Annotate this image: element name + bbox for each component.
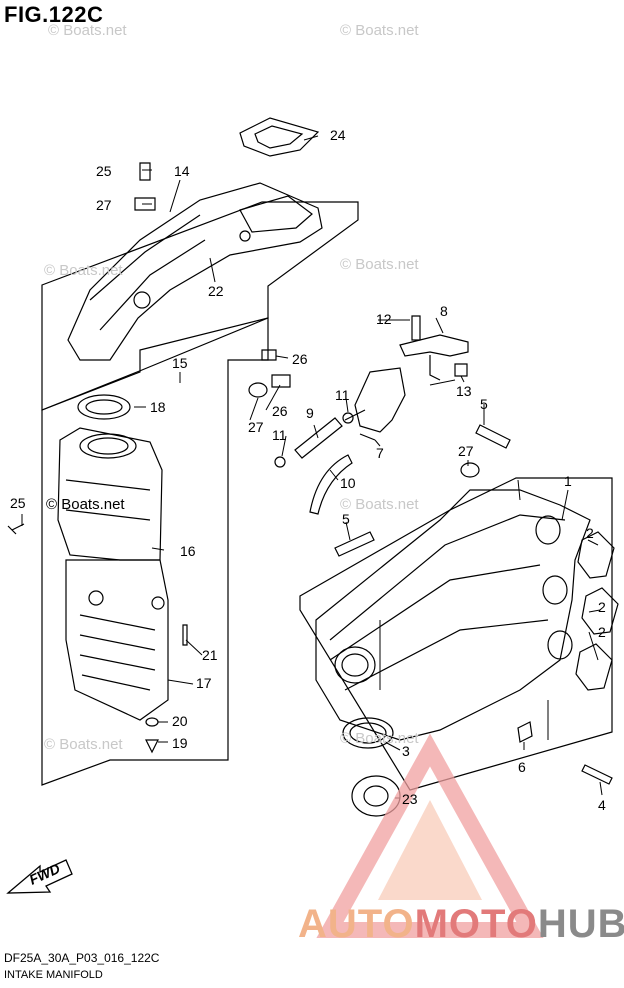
callout-22[interactable]: 22 [208, 283, 224, 299]
callout-1[interactable]: 1 [564, 473, 572, 489]
callout-6[interactable]: 6 [518, 759, 526, 775]
valve-7 [344, 367, 406, 441]
callout-7[interactable]: 7 [376, 445, 384, 461]
callout-15[interactable]: 15 [172, 355, 188, 371]
hose-10 [309, 454, 353, 515]
callout-23[interactable]: 23 [402, 791, 418, 807]
callout-27[interactable]: 27 [248, 419, 264, 435]
nut-13 [454, 363, 468, 377]
automotohub-wordmark: AUTOMOTOHUB [298, 902, 624, 947]
grommet-26-mid [271, 374, 291, 388]
callout-9[interactable]: 9 [306, 405, 314, 421]
intake-manifold-1 [315, 489, 591, 741]
automotohub-logo-mark [316, 733, 544, 938]
bolt-12 [411, 315, 421, 341]
callout-13[interactable]: 13 [456, 383, 472, 399]
callout-12[interactable]: 12 [376, 311, 392, 327]
seal-ring-3 [342, 717, 394, 749]
brand-part-2: MOTO [414, 902, 538, 946]
callout-14[interactable]: 14 [174, 163, 190, 179]
gaskets-2 [575, 531, 619, 691]
fwd-arrow: FWD [6, 859, 73, 894]
silencer-cover-16 [57, 427, 163, 561]
hose-9 [294, 417, 343, 459]
air-duct-group-box [41, 201, 359, 411]
callout-10[interactable]: 10 [340, 475, 356, 491]
callout-27[interactable]: 27 [96, 197, 112, 213]
screw-21 [182, 624, 188, 646]
callout-25[interactable]: 25 [10, 495, 26, 511]
seal-ring-18 [77, 394, 131, 420]
callout-21[interactable]: 21 [202, 647, 218, 663]
cushion-27-mid [248, 382, 268, 398]
nut-6 [517, 721, 533, 743]
silencer-group-box [41, 317, 269, 786]
footer-title: INTAKE MANIFOLD [4, 969, 103, 981]
bolt-25-top [139, 162, 151, 181]
grommet-20 [145, 717, 159, 727]
cushion-27-top [134, 197, 156, 211]
silencer-case-17 [65, 559, 169, 721]
watermark: © Boats.net [340, 256, 419, 273]
callout-18[interactable]: 18 [150, 399, 166, 415]
callout-11[interactable]: 11 [272, 427, 287, 443]
watermark: © Boats.net [46, 496, 125, 513]
watermark: © Boats.net [340, 730, 419, 747]
cushion-27-right [460, 462, 480, 478]
watermark: © Boats.net [44, 262, 123, 279]
seal-24 [239, 117, 320, 157]
callout-27[interactable]: 27 [458, 443, 474, 459]
clip-19 [145, 739, 159, 754]
watermark: © Boats.net [48, 22, 127, 39]
callout-20[interactable]: 20 [172, 713, 188, 729]
brand-part-3: HUB [537, 902, 624, 946]
callout-26[interactable]: 26 [292, 351, 308, 367]
manifold-group-box [299, 477, 613, 791]
callout-2[interactable]: 2 [598, 624, 606, 640]
bracket-8 [399, 334, 469, 381]
leader-lines [21, 135, 603, 799]
callout-2[interactable]: 2 [586, 525, 594, 541]
watermark: © Boats.net [44, 736, 123, 753]
callout-5[interactable]: 5 [342, 511, 350, 527]
clamp-11-upper [342, 412, 354, 424]
watermark: © Boats.net [340, 496, 419, 513]
callout-5[interactable]: 5 [480, 396, 488, 412]
air-duct-14 [67, 182, 323, 361]
callout-8[interactable]: 8 [440, 303, 448, 319]
callout-11[interactable]: 11 [335, 387, 350, 403]
callout-labels: 1222345567891011111213141516171819202122… [10, 127, 606, 813]
brand-part-1: AUTO [298, 902, 415, 946]
callout-25[interactable]: 25 [96, 163, 112, 179]
bolt-5-upper [475, 424, 511, 449]
callout-26[interactable]: 26 [272, 403, 288, 419]
callout-4[interactable]: 4 [598, 797, 606, 813]
bolt-5-lower [334, 531, 375, 557]
stud-4 [581, 764, 613, 785]
callout-24[interactable]: 24 [330, 127, 346, 143]
watermark: © Boats.net [340, 22, 419, 39]
clamp-11-lower [274, 456, 286, 468]
grommet-26-top [261, 349, 277, 361]
callout-19[interactable]: 19 [172, 735, 188, 751]
callout-16[interactable]: 16 [180, 543, 196, 559]
footer-code: DF25A_30A_P03_016_122C [4, 951, 160, 965]
callout-2[interactable]: 2 [598, 599, 606, 615]
figure-title: FIG.122C [4, 2, 104, 27]
callout-3[interactable]: 3 [402, 743, 410, 759]
seal-ring-3-inner [349, 722, 387, 744]
callout-17[interactable]: 17 [196, 675, 212, 691]
